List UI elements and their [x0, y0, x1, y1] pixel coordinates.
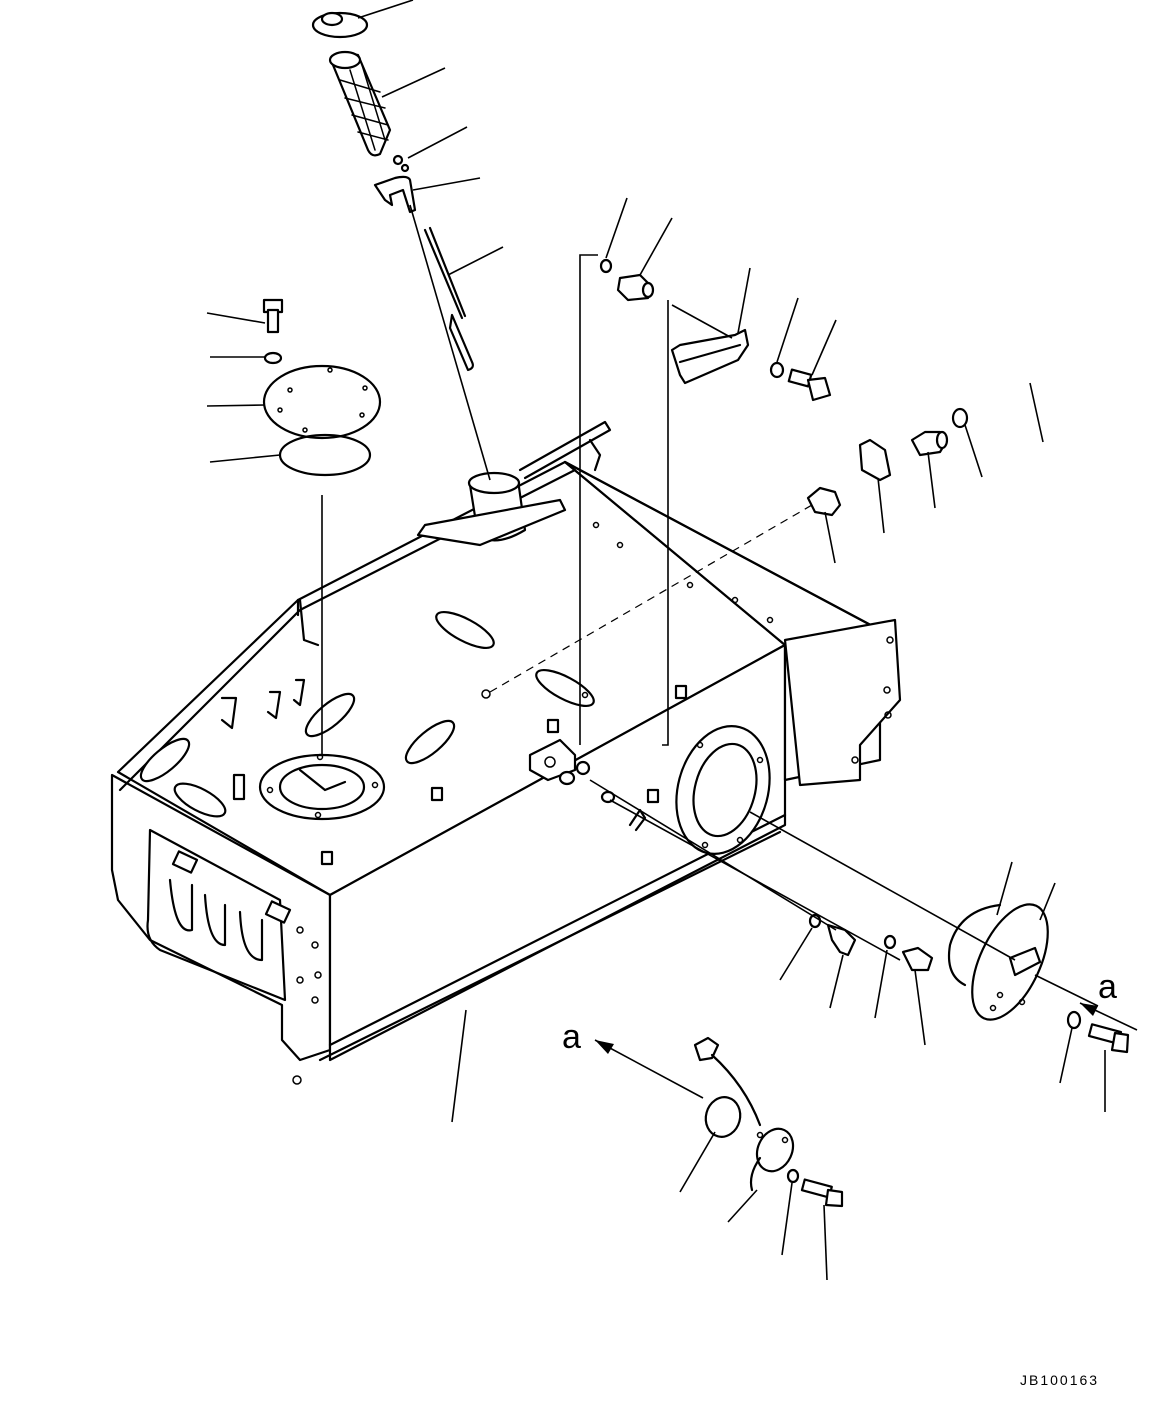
- leader-lines: [206, 0, 1106, 1281]
- hose-clamp: [951, 407, 969, 429]
- o-ring-lower-b: [883, 934, 897, 950]
- fitting-side: [806, 486, 842, 517]
- bracket: [670, 328, 750, 385]
- assembly-lines: [321, 204, 1099, 1007]
- strainer: [328, 50, 392, 157]
- flange-gasket: [947, 903, 1002, 987]
- breather-hose: [940, 318, 1051, 410]
- washer-flange: [1066, 1010, 1082, 1030]
- washer-top-cover: [263, 351, 283, 365]
- elbow-bracket: [858, 438, 892, 482]
- bolt-bracket: [787, 368, 832, 402]
- level-gauge-seal: [704, 1096, 742, 1138]
- view-arrow-left: a: [562, 1018, 704, 1099]
- gasket: [278, 433, 372, 477]
- drawing-code: JB100163: [1020, 1372, 1099, 1388]
- fitting-right: [910, 430, 949, 457]
- fitting-lower: [901, 946, 934, 972]
- cover-plate: [262, 364, 382, 440]
- clip: [392, 154, 410, 173]
- washer-bracket: [769, 361, 785, 379]
- flange-cover: [971, 903, 1049, 1021]
- level-gauge: [693, 1036, 795, 1192]
- view-arrow-right: a: [1079, 968, 1138, 1031]
- o-ring-upper: [599, 258, 613, 274]
- view-marker-right: a: [1098, 968, 1117, 1006]
- fitting-upper: [616, 273, 655, 302]
- dipstick: [423, 226, 474, 372]
- bolt-flange: [1087, 1023, 1130, 1054]
- bolt-top-cover: [262, 298, 284, 334]
- tank-body: [110, 420, 902, 1085]
- washer-gauge: [786, 1168, 800, 1184]
- elbow-fitting: [826, 923, 857, 957]
- view-marker-left: a: [562, 1018, 581, 1056]
- bolt-gauge: [800, 1178, 844, 1208]
- filler-bracket: [373, 175, 417, 214]
- filler-cap: [311, 11, 369, 39]
